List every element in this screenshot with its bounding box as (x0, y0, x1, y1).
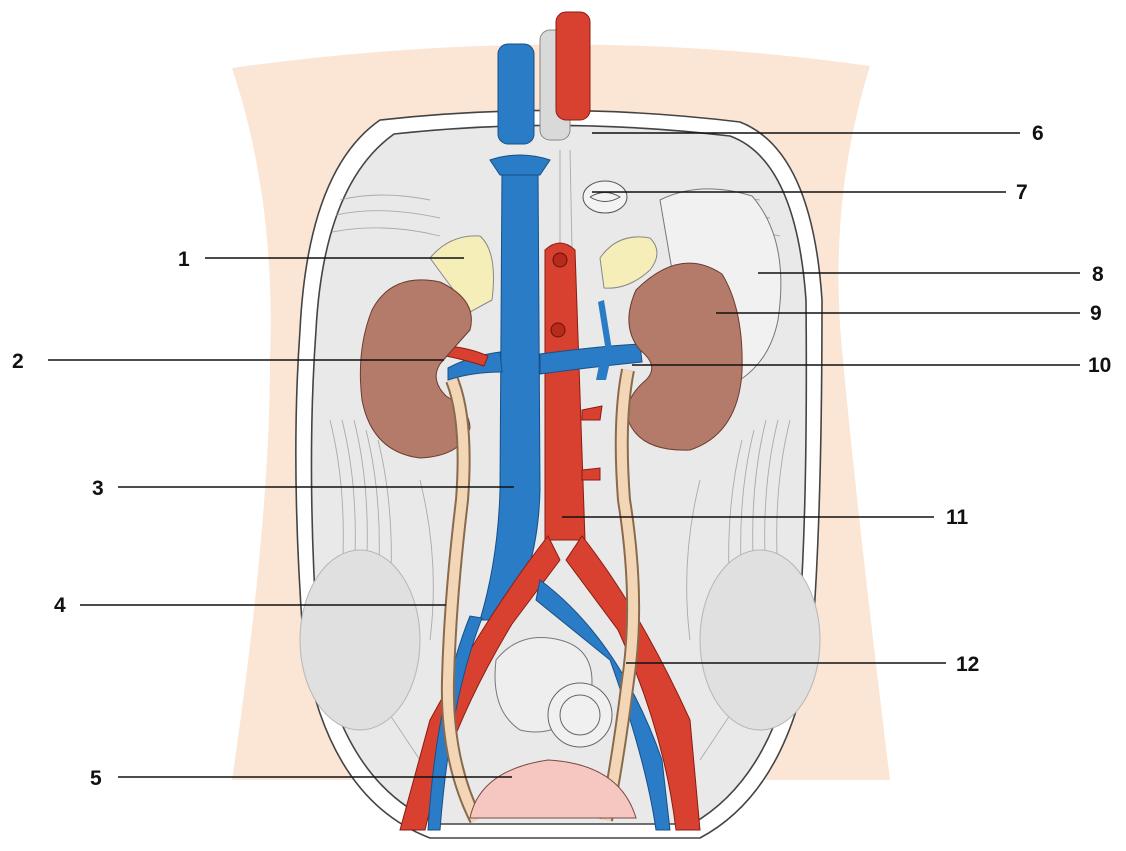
label-9: 9 (1090, 302, 1102, 325)
lumbar-artery (582, 468, 600, 480)
hepatic-veins (490, 155, 550, 175)
vena-cava-upper (498, 44, 534, 144)
label-10: 10 (1088, 354, 1111, 377)
aorta-upper (556, 12, 590, 120)
rectum (548, 683, 612, 747)
label-4: 4 (54, 594, 66, 617)
label-7: 7 (1016, 181, 1028, 204)
label-5: 5 (90, 767, 102, 790)
right-iliacus-muscle (700, 550, 820, 730)
label-2: 2 (12, 350, 24, 373)
celiac-trunk (553, 253, 567, 267)
label-11: 11 (946, 506, 969, 529)
left-iliacus-muscle (300, 550, 420, 730)
label-12: 12 (956, 653, 979, 676)
label-3: 3 (92, 477, 104, 500)
label-1: 1 (178, 248, 190, 271)
label-8: 8 (1092, 263, 1104, 286)
superior-mesenteric-artery (551, 323, 565, 337)
label-6: 6 (1032, 122, 1044, 145)
